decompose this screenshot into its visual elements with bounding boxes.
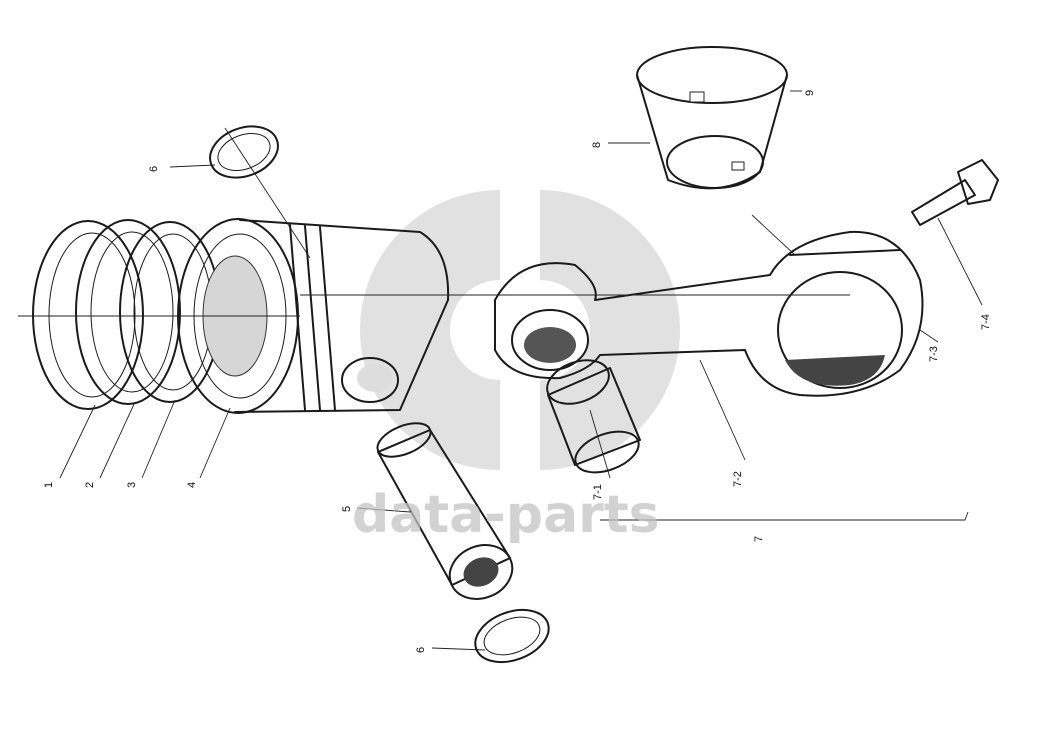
- label-6-top: 6: [148, 166, 160, 172]
- label-5: 5: [341, 506, 353, 512]
- piston-ring-2: [75, 219, 181, 405]
- connecting-rod-7: [494, 230, 924, 397]
- label-9: 9: [804, 90, 816, 96]
- label-3: 3: [126, 482, 138, 488]
- watermark-logo: [360, 190, 680, 470]
- label-2: 2: [84, 482, 96, 488]
- label-7: 7: [753, 536, 765, 542]
- snap-ring-bottom: [474, 608, 550, 664]
- label-8: 8: [591, 142, 603, 148]
- bearing-shell-8-9: [636, 46, 788, 190]
- label-7-2: 7-2: [732, 471, 744, 487]
- label-7-1: 7-1: [592, 484, 604, 500]
- label-7-4: 7-4: [980, 314, 992, 330]
- label-1: 1: [43, 482, 55, 488]
- piston-pin-5: [376, 422, 514, 600]
- snap-ring-top: [209, 125, 279, 179]
- label-6-bottom: 6: [415, 647, 427, 653]
- bushing-7-1: [546, 359, 641, 474]
- piston-ring-1: [32, 220, 144, 410]
- leader-lines: [18, 90, 983, 651]
- label-7-3: 7-3: [928, 346, 940, 362]
- rod-bolt-7-4: [911, 159, 999, 226]
- label-4: 4: [186, 482, 198, 488]
- callout-labels: 1 2 3 4 5 6 6 7 7-1 7-2 7-3 7-4 8 9: [43, 90, 992, 653]
- watermark-text: data-parts: [352, 485, 660, 545]
